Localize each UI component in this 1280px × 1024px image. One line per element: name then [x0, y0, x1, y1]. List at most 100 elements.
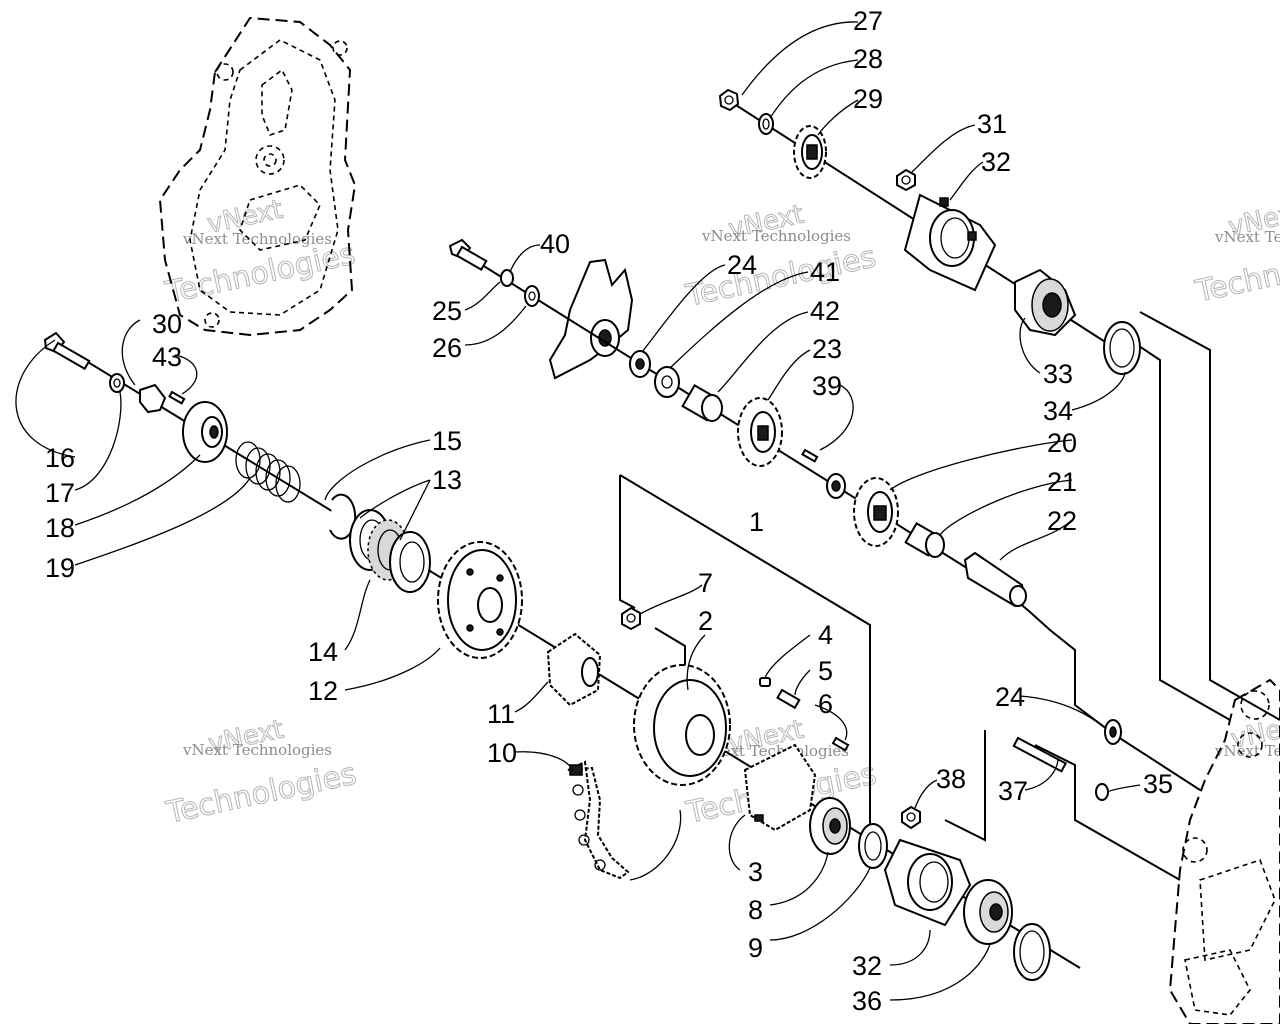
part-37-stud	[1012, 736, 1068, 773]
part-11-splined-hub	[546, 632, 602, 707]
part-41-spacer	[654, 366, 680, 398]
part-5-spring	[776, 688, 801, 710]
part-24-washer-c	[1104, 719, 1122, 745]
watermark-small-right-top: vNext Technologies	[1214, 228, 1280, 246]
callout-40: 40	[540, 229, 570, 259]
callout-31: 31	[977, 109, 1007, 139]
part-18-spring-cap	[182, 401, 228, 463]
callout-20: 20	[1047, 428, 1077, 458]
part-34-ring	[1103, 321, 1141, 375]
part-19-spring	[235, 441, 301, 503]
callout-19: 19	[45, 553, 75, 583]
part-13-thrust-washer-b	[389, 531, 431, 593]
callout-1: 1	[749, 507, 764, 537]
callout-12: 12	[308, 676, 338, 706]
callout-36: 36	[852, 986, 882, 1016]
part-24-washer-b	[826, 473, 846, 499]
callout-39: 39	[812, 371, 842, 401]
part-6-pin	[831, 736, 850, 752]
watermark-small-center-bottom: vNext Technologies	[699, 742, 849, 760]
callout-32-top: 32	[981, 147, 1011, 177]
callout-22: 22	[1047, 506, 1077, 536]
callout-5: 5	[818, 656, 833, 686]
callout-37: 37	[998, 776, 1028, 806]
watermark-small-left-top: vNext Technologies	[182, 230, 332, 248]
watermark-small-left-bottom: vNext Technologies	[182, 741, 332, 759]
callout-28: 28	[853, 44, 883, 74]
part-32-flange-top	[903, 193, 997, 292]
callout-41: 41	[810, 257, 840, 287]
chaincase-cover-outline	[158, 16, 357, 337]
part-10-chain	[567, 760, 630, 880]
part-21-needle-bearing	[904, 521, 945, 558]
part-35-washer	[1095, 783, 1109, 801]
callout-7: 7	[698, 568, 713, 598]
part-33-bearing	[1014, 268, 1077, 337]
callout-24-a: 24	[727, 250, 757, 280]
part-32-flange-bottom	[883, 838, 972, 927]
watermark-word-8: Technologies	[163, 756, 360, 831]
watermark-right-top: vNext Technologies	[1191, 197, 1280, 310]
callout-15: 15	[432, 426, 462, 456]
watermark-left-bottom: vNext Technologies	[162, 714, 360, 831]
callout-numbers: 27 28 29 31 32 40 24 41 42 23 39 25 26 3…	[45, 6, 1173, 1016]
callout-14: 14	[308, 637, 338, 667]
part-2-drive-sprocket	[633, 664, 731, 786]
callout-42: 42	[810, 296, 840, 326]
callout-8: 8	[748, 895, 763, 925]
callout-6: 6	[818, 689, 833, 719]
mounting-bracket	[548, 258, 634, 380]
part-40-lockwasher	[500, 269, 514, 287]
callout-21: 21	[1047, 467, 1077, 497]
part-20-sprocket	[853, 477, 899, 547]
callout-10: 10	[487, 738, 517, 768]
part-25-bolt	[448, 238, 488, 272]
watermark-center-top: vNext Technologies	[682, 199, 880, 315]
leader-lines	[15, 21, 1141, 1001]
callout-9: 9	[748, 933, 763, 963]
chaincase-lower-outline	[1168, 678, 1280, 1024]
callout-2: 2	[698, 606, 713, 636]
part-29-sprocket	[793, 125, 827, 179]
part-ring-bottom	[1013, 923, 1051, 981]
part-36-bearing	[963, 879, 1013, 945]
part-27-nut	[718, 88, 740, 112]
callout-33: 33	[1043, 359, 1073, 389]
callout-13: 13	[432, 465, 462, 495]
callout-27: 27	[853, 6, 883, 36]
part-28-washer	[758, 113, 774, 135]
callout-3: 3	[748, 857, 763, 887]
callout-18: 18	[45, 513, 75, 543]
callout-24-c: 24	[995, 682, 1025, 712]
callout-29: 29	[853, 84, 883, 114]
part-16-bolt	[43, 331, 91, 371]
part-30-lock-tab	[139, 383, 167, 414]
callout-32-bottom: 32	[852, 951, 882, 981]
watermark-word-6: Technologies	[1192, 235, 1280, 310]
watermark-small-right-bottom: vNext Technologies	[1214, 742, 1280, 760]
callout-17: 17	[45, 478, 75, 508]
part-17-washer	[109, 373, 125, 393]
part-9-washer	[858, 823, 888, 869]
callout-43: 43	[152, 342, 182, 372]
part-31-nut	[896, 168, 916, 192]
watermark-word-4: Technologies	[682, 240, 879, 315]
callout-11: 11	[487, 699, 515, 729]
part-3-brake-disc	[743, 743, 817, 832]
part-38-nut	[901, 805, 921, 830]
callout-35: 35	[1143, 769, 1173, 799]
callout-23: 23	[812, 334, 842, 364]
part-39-pin	[801, 448, 819, 463]
callout-30: 30	[152, 309, 182, 339]
part-26-washer	[524, 285, 540, 307]
part-22-sleeve	[963, 551, 1027, 608]
part-7-nut	[621, 606, 641, 631]
part-12-large-sprocket	[437, 541, 523, 659]
part-42-needle-bearing	[681, 383, 723, 422]
callout-26: 26	[432, 333, 462, 363]
callout-4: 4	[818, 620, 833, 650]
part-43-pin	[168, 390, 186, 405]
callout-25: 25	[432, 296, 462, 326]
part-4-screw	[759, 677, 771, 687]
